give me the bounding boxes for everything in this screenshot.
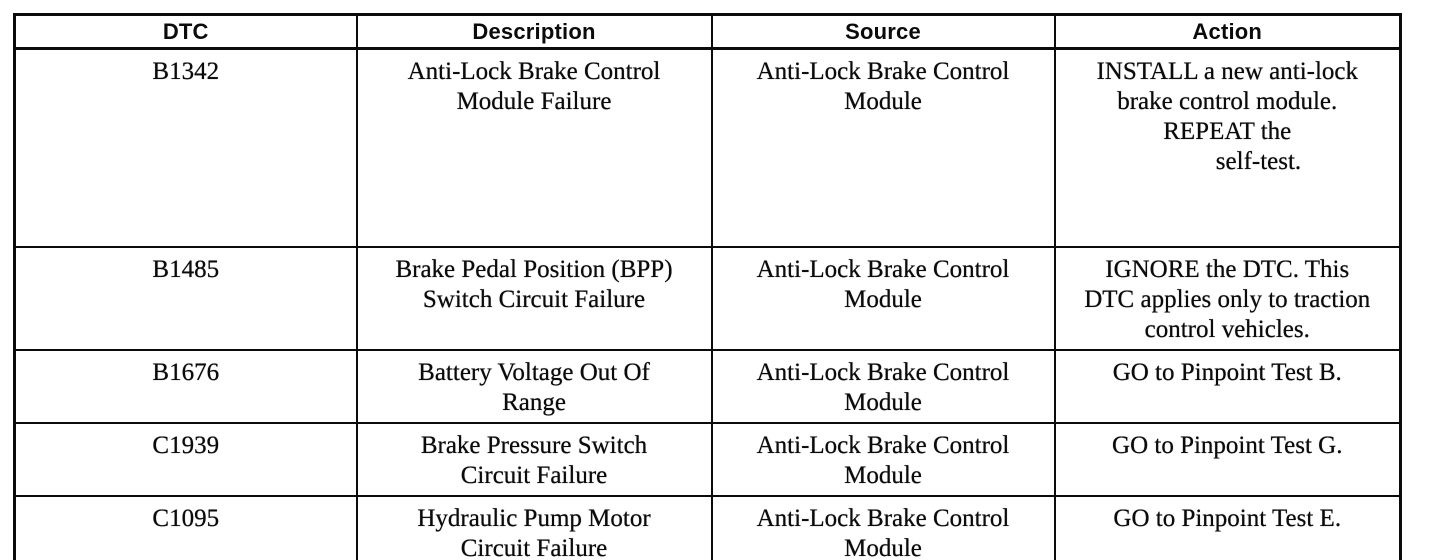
table-row: C1939 Brake Pressure Switch Circuit Fail… bbox=[13, 421, 1402, 497]
cell-description: Hydraulic Pump Motor Circuit Failure bbox=[355, 494, 713, 560]
cell-source: Anti-Lock Brake Control Module bbox=[710, 348, 1056, 424]
cell-description: Brake Pedal Position (BPP) Switch Circui… bbox=[355, 245, 713, 351]
cell-dtc: C1939 bbox=[13, 421, 358, 497]
cell-source: Anti-Lock Brake Control Module bbox=[710, 245, 1056, 351]
cell-action: GO to Pinpoint Test E. bbox=[1053, 494, 1402, 560]
table-row: B1342 Anti-Lock Brake Control Module Fai… bbox=[13, 47, 1402, 248]
column-header-source: Source bbox=[710, 13, 1056, 50]
cell-source: Anti-Lock Brake Control Module bbox=[710, 494, 1056, 560]
cell-dtc: B1485 bbox=[13, 245, 358, 351]
cell-dtc: C1095 bbox=[13, 494, 358, 560]
cell-description: Battery Voltage Out Of Range bbox=[355, 348, 713, 424]
cell-dtc: B1342 bbox=[13, 47, 358, 248]
cell-action: GO to Pinpoint Test G. bbox=[1053, 421, 1402, 497]
table-header-row: DTC Description Source Action bbox=[13, 13, 1402, 50]
table-row: B1485 Brake Pedal Position (BPP) Switch … bbox=[13, 245, 1402, 351]
column-header-dtc: DTC bbox=[13, 13, 358, 50]
cell-description: Anti-Lock Brake Control Module Failure bbox=[355, 47, 713, 248]
column-header-action: Action bbox=[1053, 13, 1402, 50]
dtc-table: DTC Description Source Action B1342 Anti… bbox=[13, 13, 1402, 560]
cell-source: Anti-Lock Brake Control Module bbox=[710, 47, 1056, 248]
table-row: B1676 Battery Voltage Out Of Range Anti-… bbox=[13, 348, 1402, 424]
cell-source: Anti-Lock Brake Control Module bbox=[710, 421, 1056, 497]
column-header-description: Description bbox=[355, 13, 713, 50]
cell-action: GO to Pinpoint Test B. bbox=[1053, 348, 1402, 424]
cell-dtc: B1676 bbox=[13, 348, 358, 424]
cell-description: Brake Pressure Switch Circuit Failure bbox=[355, 421, 713, 497]
cell-action: INSTALL a new anti-lock brake control mo… bbox=[1053, 47, 1402, 248]
cell-action: IGNORE the DTC. This DTC applies only to… bbox=[1053, 245, 1402, 351]
table-row: C1095 Hydraulic Pump Motor Circuit Failu… bbox=[13, 494, 1402, 560]
